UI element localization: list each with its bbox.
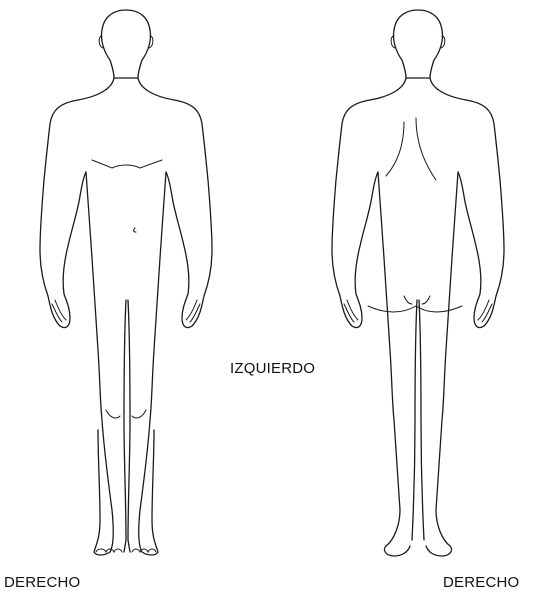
- back-torso-outline: [332, 78, 406, 328]
- body-back-outline-icon: [290, 0, 543, 570]
- body-front-figure: [0, 0, 250, 570]
- back-head: [393, 10, 442, 78]
- front-head: [101, 10, 150, 78]
- front-torso-outline: [40, 78, 114, 328]
- body-back-figure: [290, 0, 543, 570]
- body-front-outline-icon: [0, 0, 250, 570]
- right-side-label-back: DERECHO: [443, 574, 519, 591]
- right-side-label-front: DERECHO: [4, 574, 80, 591]
- left-side-label: IZQUIERDO: [230, 360, 315, 377]
